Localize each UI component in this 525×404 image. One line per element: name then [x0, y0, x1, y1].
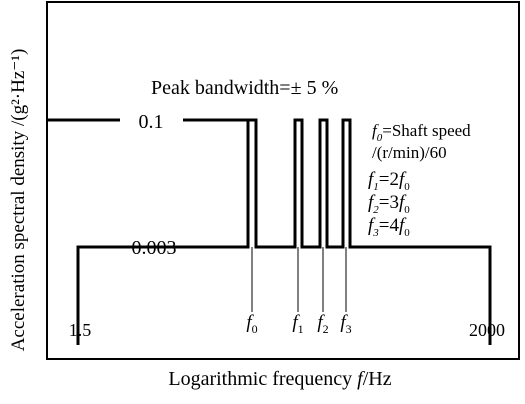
- y-axis-label: Acceleration spectral density /(g²·Hz⁻¹): [8, 49, 29, 352]
- legend: f0=Shaft speed/(r/min)/60 f1=2f0f2=3f0f3=…: [368, 121, 471, 239]
- x-tick-label-min: 1.5: [69, 320, 92, 340]
- x-axis-label: Logarithmic frequency f/Hz: [168, 368, 391, 390]
- legend-line-4: f3=4f0: [368, 215, 410, 239]
- legend-line-0: f0=Shaft speed: [372, 121, 471, 144]
- spectrum-profile: [76, 118, 492, 345]
- x-tick-label-max: 2000: [469, 320, 505, 340]
- peak-label-0: f0: [246, 312, 257, 336]
- peak-label-2: f2: [317, 312, 328, 336]
- legend-line-1: /(r/min)/60: [372, 143, 447, 162]
- legend-line-3: f2=3f0: [368, 192, 410, 216]
- plot-frame: [46, 1, 520, 360]
- peak-labels: f0 f1 f2 f3: [246, 312, 351, 336]
- bandwidth-annotation: Peak bandwidth=± 5 %: [151, 77, 338, 99]
- peak-label-1: f1: [292, 312, 303, 336]
- legend-line-2: f1=2f0: [368, 169, 410, 193]
- peak-label-3: f3: [340, 312, 351, 336]
- peak-level-label: 0.1: [139, 111, 164, 133]
- baseline-level-label: 0.003: [132, 237, 177, 259]
